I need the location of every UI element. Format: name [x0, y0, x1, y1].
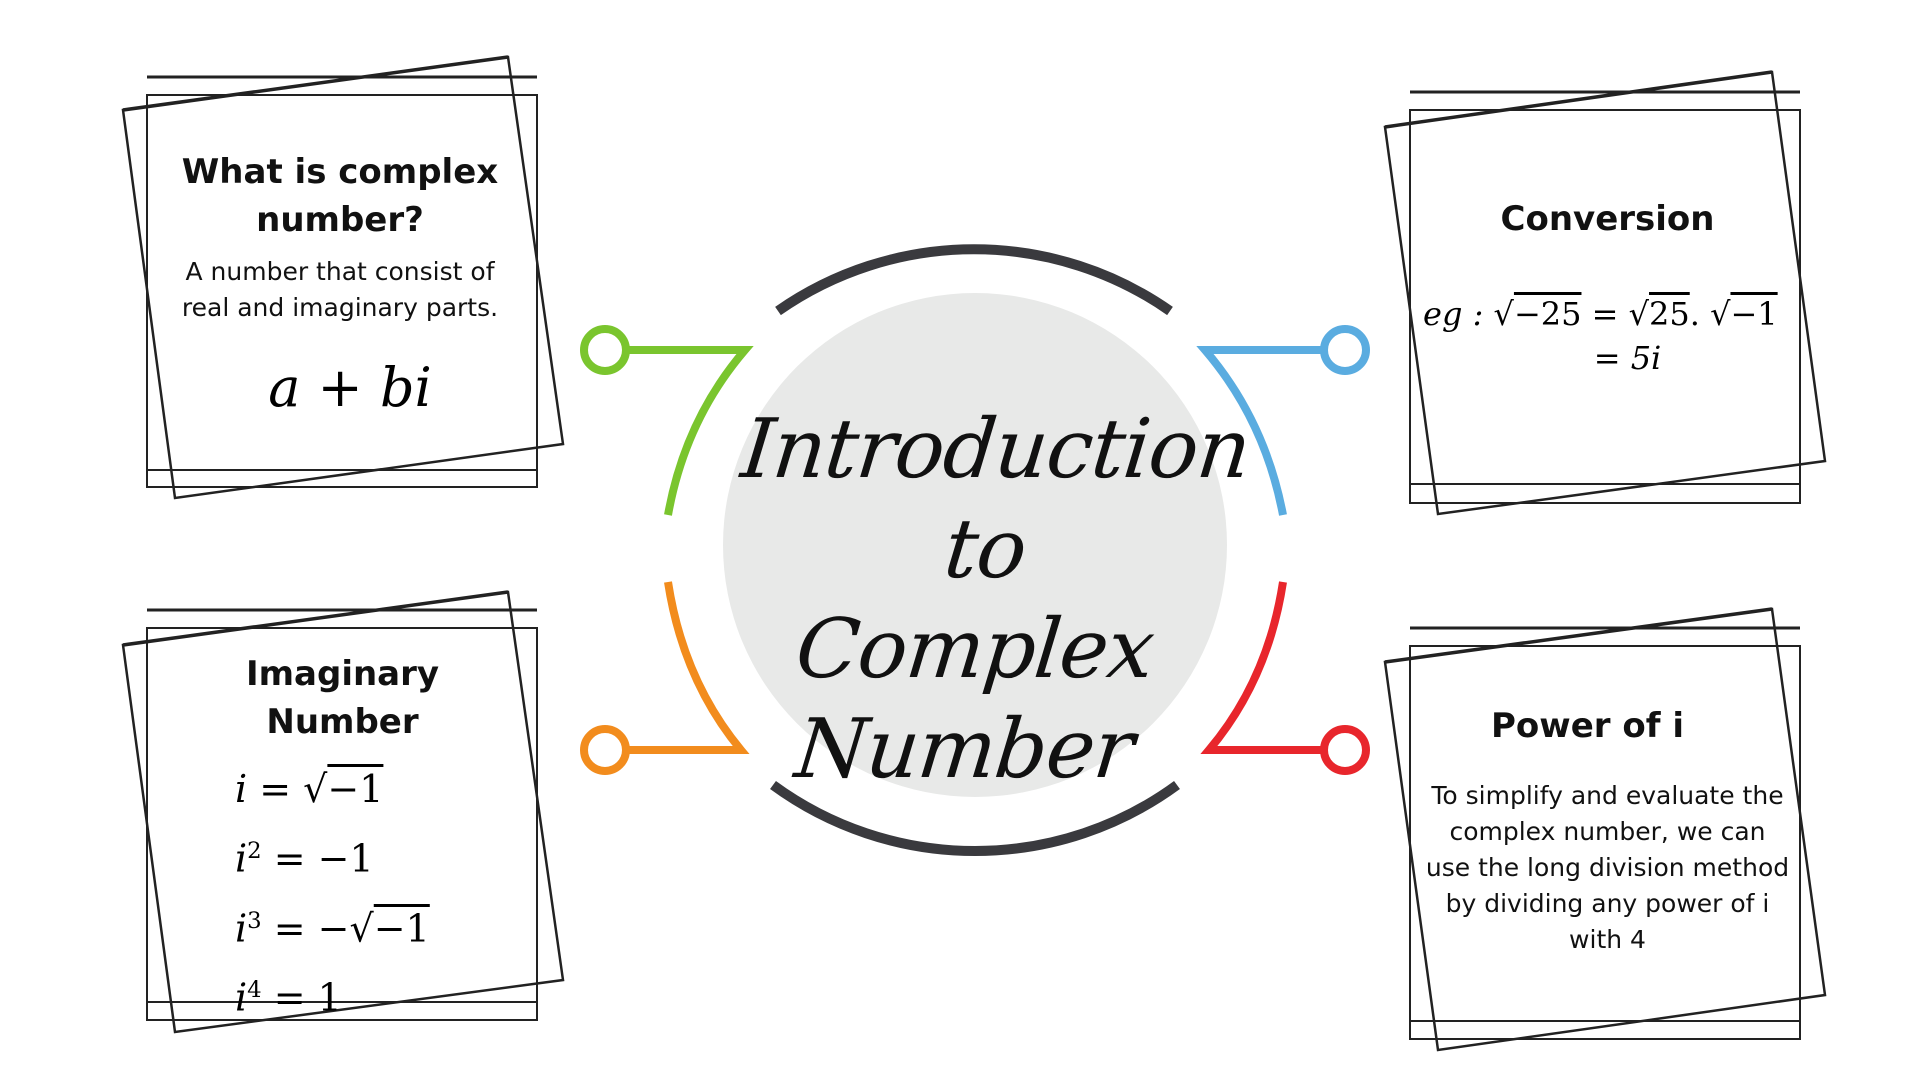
- frame-what-is-complex: [121, 55, 565, 500]
- conversion-prefix: eg :: [1423, 295, 1484, 333]
- formula-i-cubed: i3 = −√−1: [235, 906, 430, 951]
- center-title-line-1: Introduction: [737, 402, 1255, 497]
- center-title: Introduction to Complex Number: [699, 400, 1261, 800]
- conversion-result: = 5i: [1593, 339, 1662, 377]
- top-arc: [775, 244, 1173, 316]
- card-conversion: Conversion eg : √−25 = √25. √−1 = 5i: [1415, 195, 1800, 377]
- green-connector: [580, 325, 754, 516]
- complex-form-formula: a + bi: [268, 356, 432, 419]
- card-power-of-i: Power of i To simplify and evaluate the …: [1425, 702, 1790, 958]
- imaginary-formulas: i = √−1 i2 = −1 i3 = −√−1 i4 = 1: [170, 758, 515, 1029]
- frame-conversion: [1383, 70, 1827, 516]
- formula-i: i = √−1: [235, 767, 384, 811]
- bottom-arc: [770, 780, 1180, 856]
- formula-i-fourth: i4 = 1: [235, 975, 342, 1020]
- center-title-line-3: Complex Number: [791, 602, 1158, 797]
- card-power-title: Power of i: [1491, 706, 1684, 746]
- center-title-line-2: to: [940, 502, 1031, 597]
- card-power-body: To simplify and evaluate the complex num…: [1425, 781, 1790, 954]
- formula-i-squared: i2 = −1: [235, 836, 374, 881]
- blue-connector: [1196, 325, 1370, 516]
- frame-imaginary-number: [121, 590, 565, 1034]
- card-what-body: A number that consist of real and imagin…: [181, 257, 499, 322]
- card-what-title: What is complex number?: [181, 152, 499, 240]
- frame-power-of-i: [1383, 607, 1827, 1052]
- center-circle: [723, 293, 1227, 797]
- red-connector: [1200, 581, 1370, 775]
- card-what-is-complex: What is complex number? A number that co…: [175, 148, 505, 419]
- card-conversion-title: Conversion: [1500, 199, 1715, 239]
- card-imaginary-number: Imaginary Number i = √−1 i2 = −1 i3 = −√…: [170, 650, 515, 1029]
- conversion-formula: eg : √−25 = √25. √−1: [1423, 295, 1778, 333]
- orange-connector: [580, 581, 750, 775]
- card-imaginary-title: Imaginary Number: [245, 654, 440, 742]
